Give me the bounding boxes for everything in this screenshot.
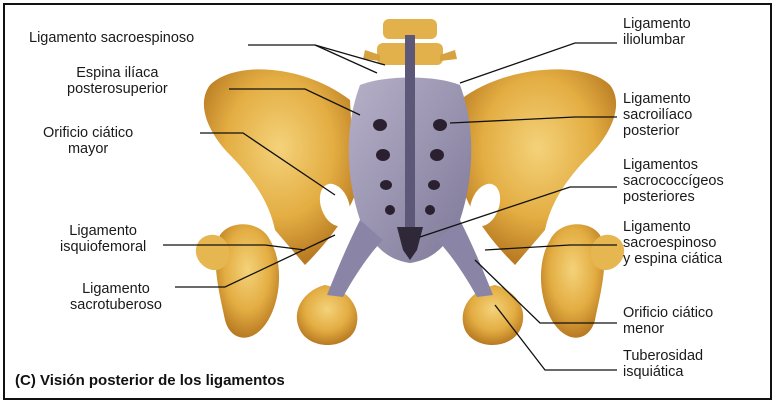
label-ligamento-sacroespinoso: Ligamento sacroespinoso [29, 30, 194, 46]
label-ligamento-sacrotuberoso: Ligamento sacrotuberoso [70, 281, 162, 313]
label-tuberosidad-isquiatica: Tuberosidad isquiática [623, 348, 703, 380]
label-ligamento-iliolumbar: Ligamento iliolumbar [623, 16, 691, 48]
label-orificio-ciatico-menor: Orificio ciático menor [623, 305, 713, 337]
label-espina-iliaca: Espina ilíaca posterosuperior [67, 65, 168, 97]
label-ligamentos-sacrococcigeos: Ligamentos sacrococcígeos posteriores [623, 157, 724, 205]
label-ligamento-sacroespinoso-espina: Ligamento sacroespinoso y espina ciática [623, 219, 722, 267]
label-orificio-ciatico-mayor: Orificio ciático mayor [43, 125, 133, 157]
figure-frame: Ligamento sacroespinoso Espina ilíaca po… [3, 3, 772, 400]
figure-caption: (C) Visión posterior de los ligamentos [15, 372, 285, 389]
label-ligamento-sacroiliaco: Ligamento sacroilíaco posterior [623, 91, 692, 139]
label-ligamento-isquiofemoral: Ligamento isquiofemoral [60, 223, 146, 255]
